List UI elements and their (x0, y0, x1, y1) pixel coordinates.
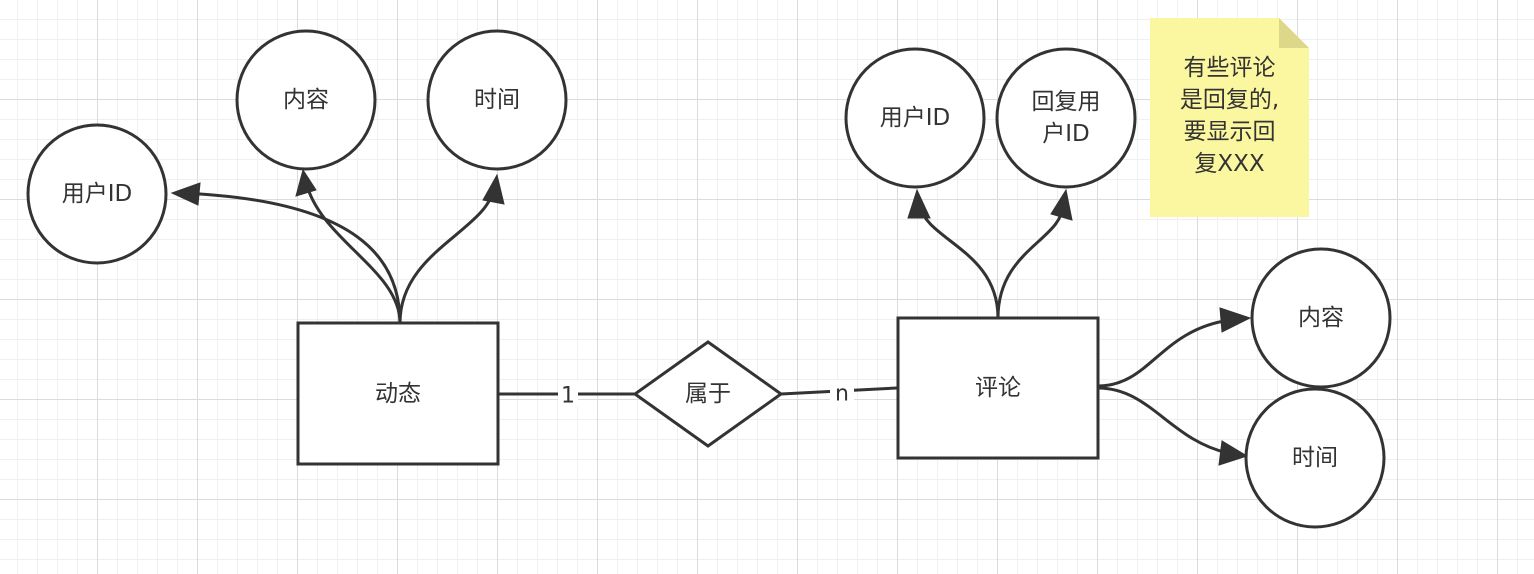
entity-comment-label: 评论 (975, 375, 1021, 401)
cardinality-one: 1 (561, 384, 575, 409)
attribute-dynamic-user-id[interactable]: 用户ID (26, 123, 168, 265)
edge-comment-to-user-id (918, 204, 1000, 319)
attribute-comment-time-label: 时间 (1292, 445, 1338, 471)
attribute-comment-user-id-label: 用户ID (880, 105, 951, 131)
entity-comment[interactable]: 评论 (896, 316, 1100, 460)
arrowhead-comment-user-id (907, 188, 931, 219)
arrowhead-comment-time (1218, 440, 1249, 466)
attribute-comment-reply-user-id[interactable]: 回复用 户ID (995, 47, 1137, 189)
sticky-note-text: 有些评论 是回复的, 要显示回 复XXX (1150, 52, 1309, 180)
edge-comment-to-time (1097, 386, 1229, 455)
sticky-note[interactable] (1150, 18, 1309, 217)
attribute-comment-content[interactable]: 内容 (1250, 247, 1392, 389)
attribute-dynamic-user-id-label: 用户ID (62, 181, 133, 207)
relationship-belongs[interactable]: 属于 (632, 340, 784, 448)
cardinality-one-bg (558, 381, 578, 407)
sticky-note-line: 复XXX (1194, 151, 1265, 177)
arrowhead-dynamic-time (482, 173, 505, 205)
arrowhead-dynamic-user-id (170, 182, 201, 206)
arrowhead-dynamic-content (295, 168, 317, 197)
attribute-comment-user-id[interactable]: 用户ID (844, 47, 986, 189)
edge-comment-to-content (1097, 318, 1231, 388)
edge-dynamic-to-time (398, 185, 496, 324)
entity-dynamic[interactable]: 动态 (296, 321, 500, 466)
cardinality-n: n (835, 382, 849, 407)
attribute-dynamic-time[interactable]: 时间 (426, 29, 568, 171)
cardinality-n-bg (830, 380, 854, 406)
attribute-comment-reply-user-id-label-line2: 户ID (1042, 121, 1090, 147)
entity-dynamic-label: 动态 (375, 381, 421, 407)
arrowhead-comment-content (1219, 307, 1252, 333)
relationship-belongs-label: 属于 (685, 381, 731, 407)
attribute-comment-content-label: 内容 (1298, 305, 1344, 331)
attribute-dynamic-content-label: 内容 (283, 87, 329, 113)
edge-dynamic-to-user-id (179, 191, 402, 324)
attribute-dynamic-time-label: 时间 (474, 87, 520, 113)
attribute-comment-time[interactable]: 时间 (1244, 387, 1386, 529)
attribute-dynamic-content[interactable]: 内容 (235, 29, 377, 171)
arrowhead-comment-reply-user-id (1050, 188, 1073, 221)
edge-dynamic-to-content (304, 181, 402, 324)
edge-comment-to-reply-user-id (996, 204, 1065, 319)
sticky-note-line: 是回复的, (1179, 87, 1280, 113)
attribute-comment-reply-user-id-label-line1: 回复用 (1032, 89, 1101, 115)
sticky-note-line: 有些评论 (1183, 55, 1276, 81)
sticky-note-line: 要显示回 (1183, 119, 1276, 145)
